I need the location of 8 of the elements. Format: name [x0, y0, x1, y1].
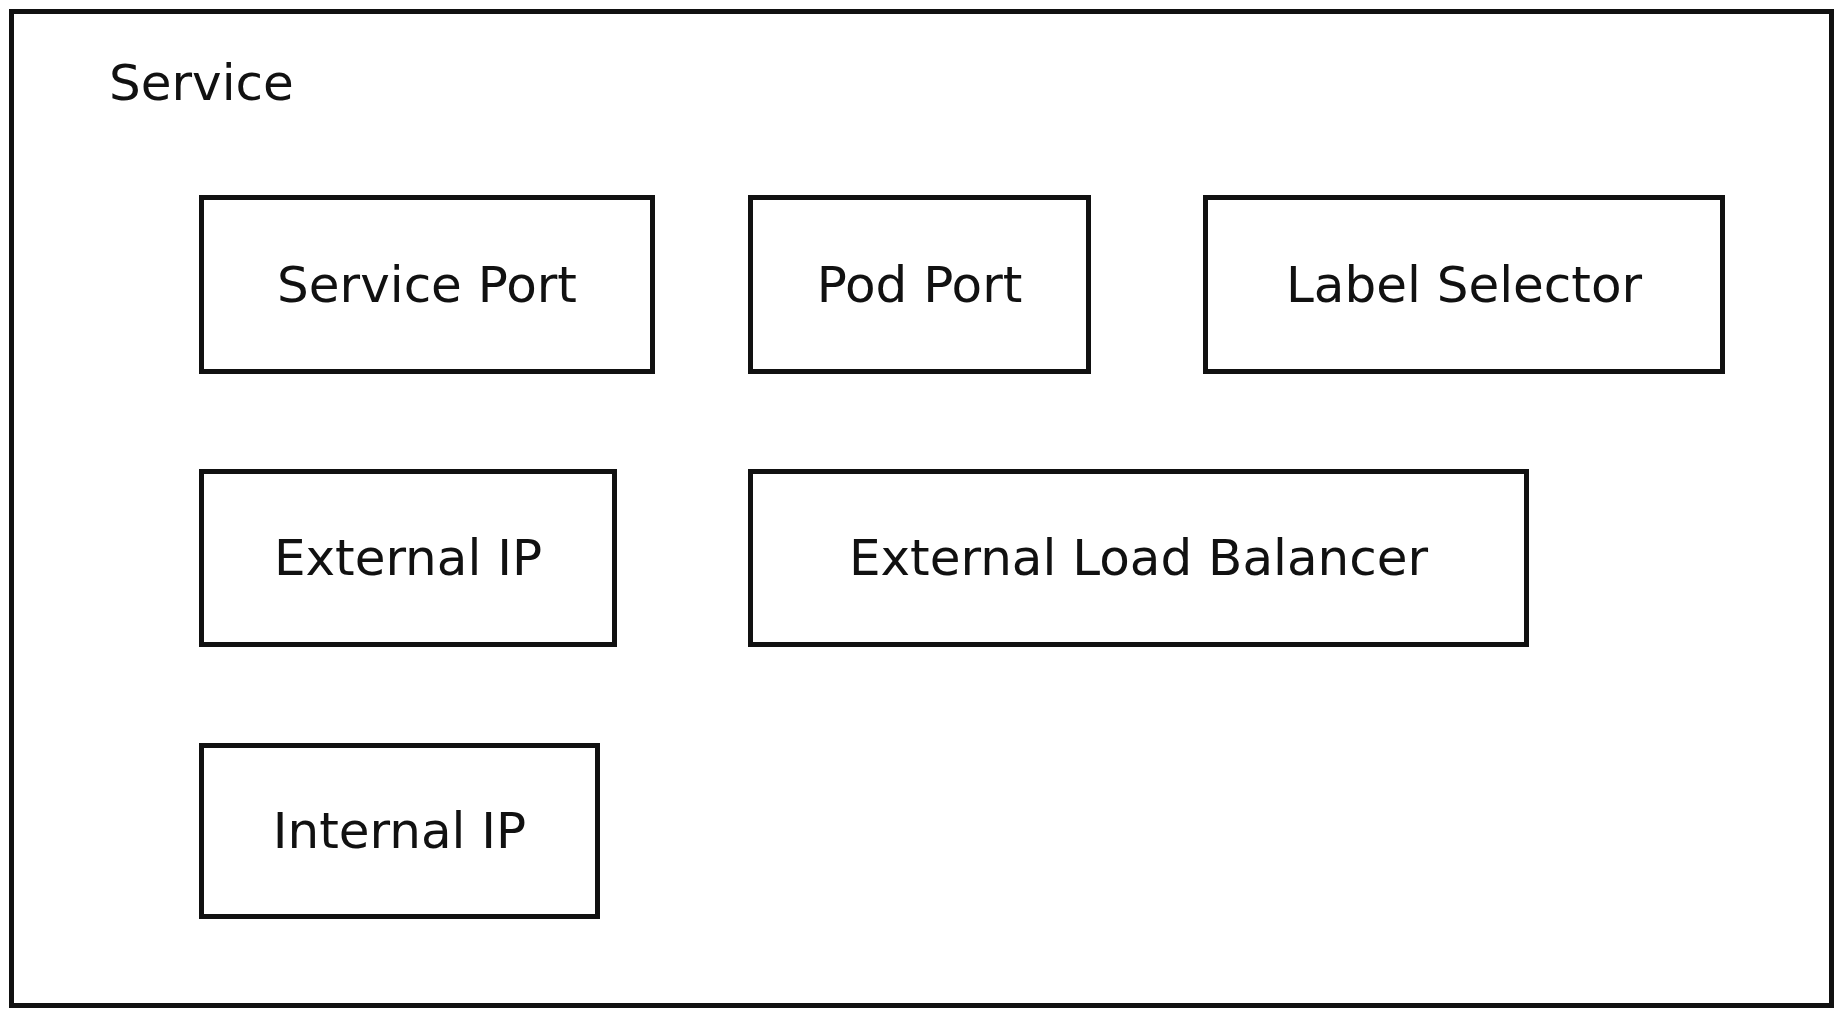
container-box: [9, 9, 1834, 1008]
component-box: Internal IP: [199, 743, 600, 919]
component-box: External Load Balancer: [748, 469, 1529, 647]
container-title: Service: [109, 54, 294, 112]
component-box: Label Selector: [1203, 195, 1725, 374]
component-box: External IP: [199, 469, 617, 647]
component-box: Service Port: [199, 195, 655, 374]
component-box: Pod Port: [748, 195, 1091, 374]
